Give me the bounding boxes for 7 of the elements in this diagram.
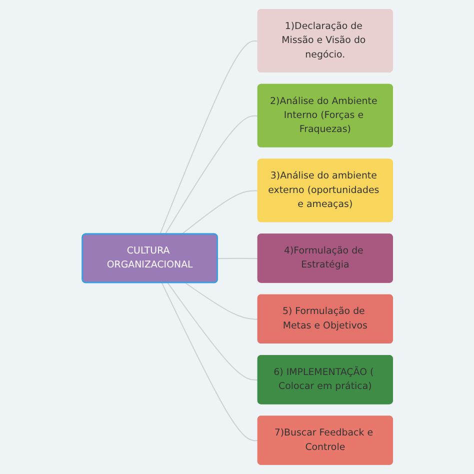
connector [160, 282, 258, 442]
connector [184, 282, 258, 320]
connector [164, 115, 258, 235]
connector [180, 190, 258, 235]
connector [158, 40, 258, 234]
connector [217, 258, 258, 260]
connector [166, 282, 258, 380]
